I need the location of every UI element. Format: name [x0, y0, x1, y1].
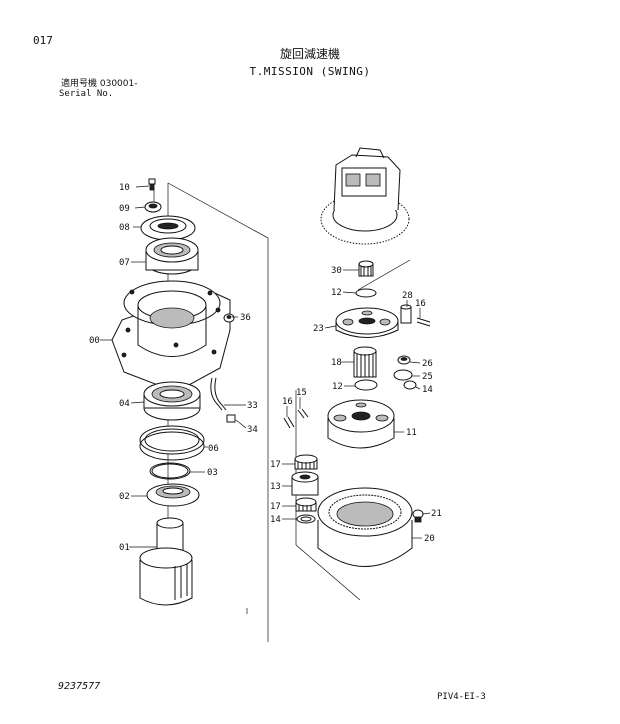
part-14-ring-b	[296, 514, 316, 524]
part-09-washer	[144, 201, 162, 213]
page-title-jp: 旋回減速機	[279, 47, 340, 61]
callout-02: 02	[119, 492, 130, 502]
callout-17-b: 17	[270, 502, 281, 512]
part-17-needle-bearing-b	[295, 497, 317, 512]
callout-09: 09	[119, 204, 130, 214]
callout-30: 30	[331, 266, 342, 276]
part-10-bolt	[148, 178, 156, 191]
callout-36: 36	[240, 313, 251, 323]
part-12-thrust-plate-a	[355, 288, 377, 298]
part-16-spring-pin-a	[416, 317, 431, 327]
part-23-carrier	[335, 307, 399, 338]
callout-25: 25	[422, 372, 433, 382]
part-13-planet-gear	[291, 471, 319, 496]
part-06-seal-ring	[139, 425, 205, 461]
leader-lines	[100, 185, 431, 548]
drawing-code: 9237577	[58, 681, 101, 692]
callout-01: 01	[119, 543, 130, 553]
page-number: 017	[33, 34, 53, 47]
callout-labels: 10 09 08 07 36 00 04 33 34 06 03 02 01 3…	[89, 183, 442, 553]
callout-10: 10	[119, 183, 130, 193]
part-28-pin	[400, 304, 412, 324]
callout-08: 08	[119, 223, 130, 233]
serial-label-jp: 適用号機 030001-	[61, 79, 138, 89]
part-03-o-ring	[149, 462, 191, 480]
callout-14-b: 14	[270, 515, 281, 525]
callout-26: 26	[422, 359, 433, 369]
callout-28: 28	[402, 291, 413, 301]
callout-34: 34	[247, 425, 258, 435]
part-34-fitting	[226, 414, 236, 423]
callout-15: 15	[296, 388, 307, 398]
callout-07: 07	[119, 258, 130, 268]
callout-06: 06	[208, 444, 219, 454]
callout-21: 21	[431, 509, 442, 519]
callout-17-a: 17	[270, 460, 281, 470]
part-02-seal	[146, 483, 200, 507]
part-12-thrust-plate-b	[354, 379, 378, 391]
part-14-ring-a	[403, 380, 417, 390]
assembled-reducer-view	[320, 147, 410, 245]
part-07-bearing	[145, 237, 199, 275]
part-30-sun-gear	[358, 260, 374, 277]
callout-12-a: 12	[331, 288, 342, 298]
part-16-spring-pin-b	[283, 416, 295, 429]
page-title-en: T.MISSION (SWING)	[249, 65, 371, 78]
callout-04: 04	[119, 399, 130, 409]
reference-code: PIV4-EI-3	[437, 692, 486, 702]
callout-16-b: 16	[282, 397, 293, 407]
part-00-housing	[111, 280, 231, 393]
callout-20: 20	[424, 534, 435, 544]
serial-label-en: Serial No.	[59, 89, 114, 99]
part-20-ring-gear	[317, 487, 413, 567]
part-15-pin	[297, 408, 309, 419]
part-04-bearing	[143, 381, 201, 421]
part-18-planet-gear	[353, 346, 377, 378]
part-26-needle	[397, 355, 411, 365]
callout-23: 23	[313, 324, 324, 334]
part-11-carrier	[327, 399, 395, 449]
callout-13: 13	[270, 482, 281, 492]
part-33-pipe	[210, 377, 227, 411]
part-36-plug	[223, 313, 235, 323]
callout-12-b: 12	[332, 382, 343, 392]
part-25-washer	[393, 369, 413, 381]
callout-03: 03	[207, 468, 218, 478]
part-21-bolt	[412, 509, 424, 523]
callout-18: 18	[331, 358, 342, 368]
callout-33: 33	[247, 401, 258, 411]
callout-16-a: 16	[415, 299, 426, 309]
part-17-needle-bearing-a	[294, 454, 318, 470]
callout-11: 11	[406, 428, 417, 438]
callout-14-a: 14	[422, 385, 433, 395]
callout-00: 00	[89, 336, 100, 346]
part-08-seal	[140, 215, 196, 241]
part-01-pinion-shaft	[139, 517, 193, 606]
